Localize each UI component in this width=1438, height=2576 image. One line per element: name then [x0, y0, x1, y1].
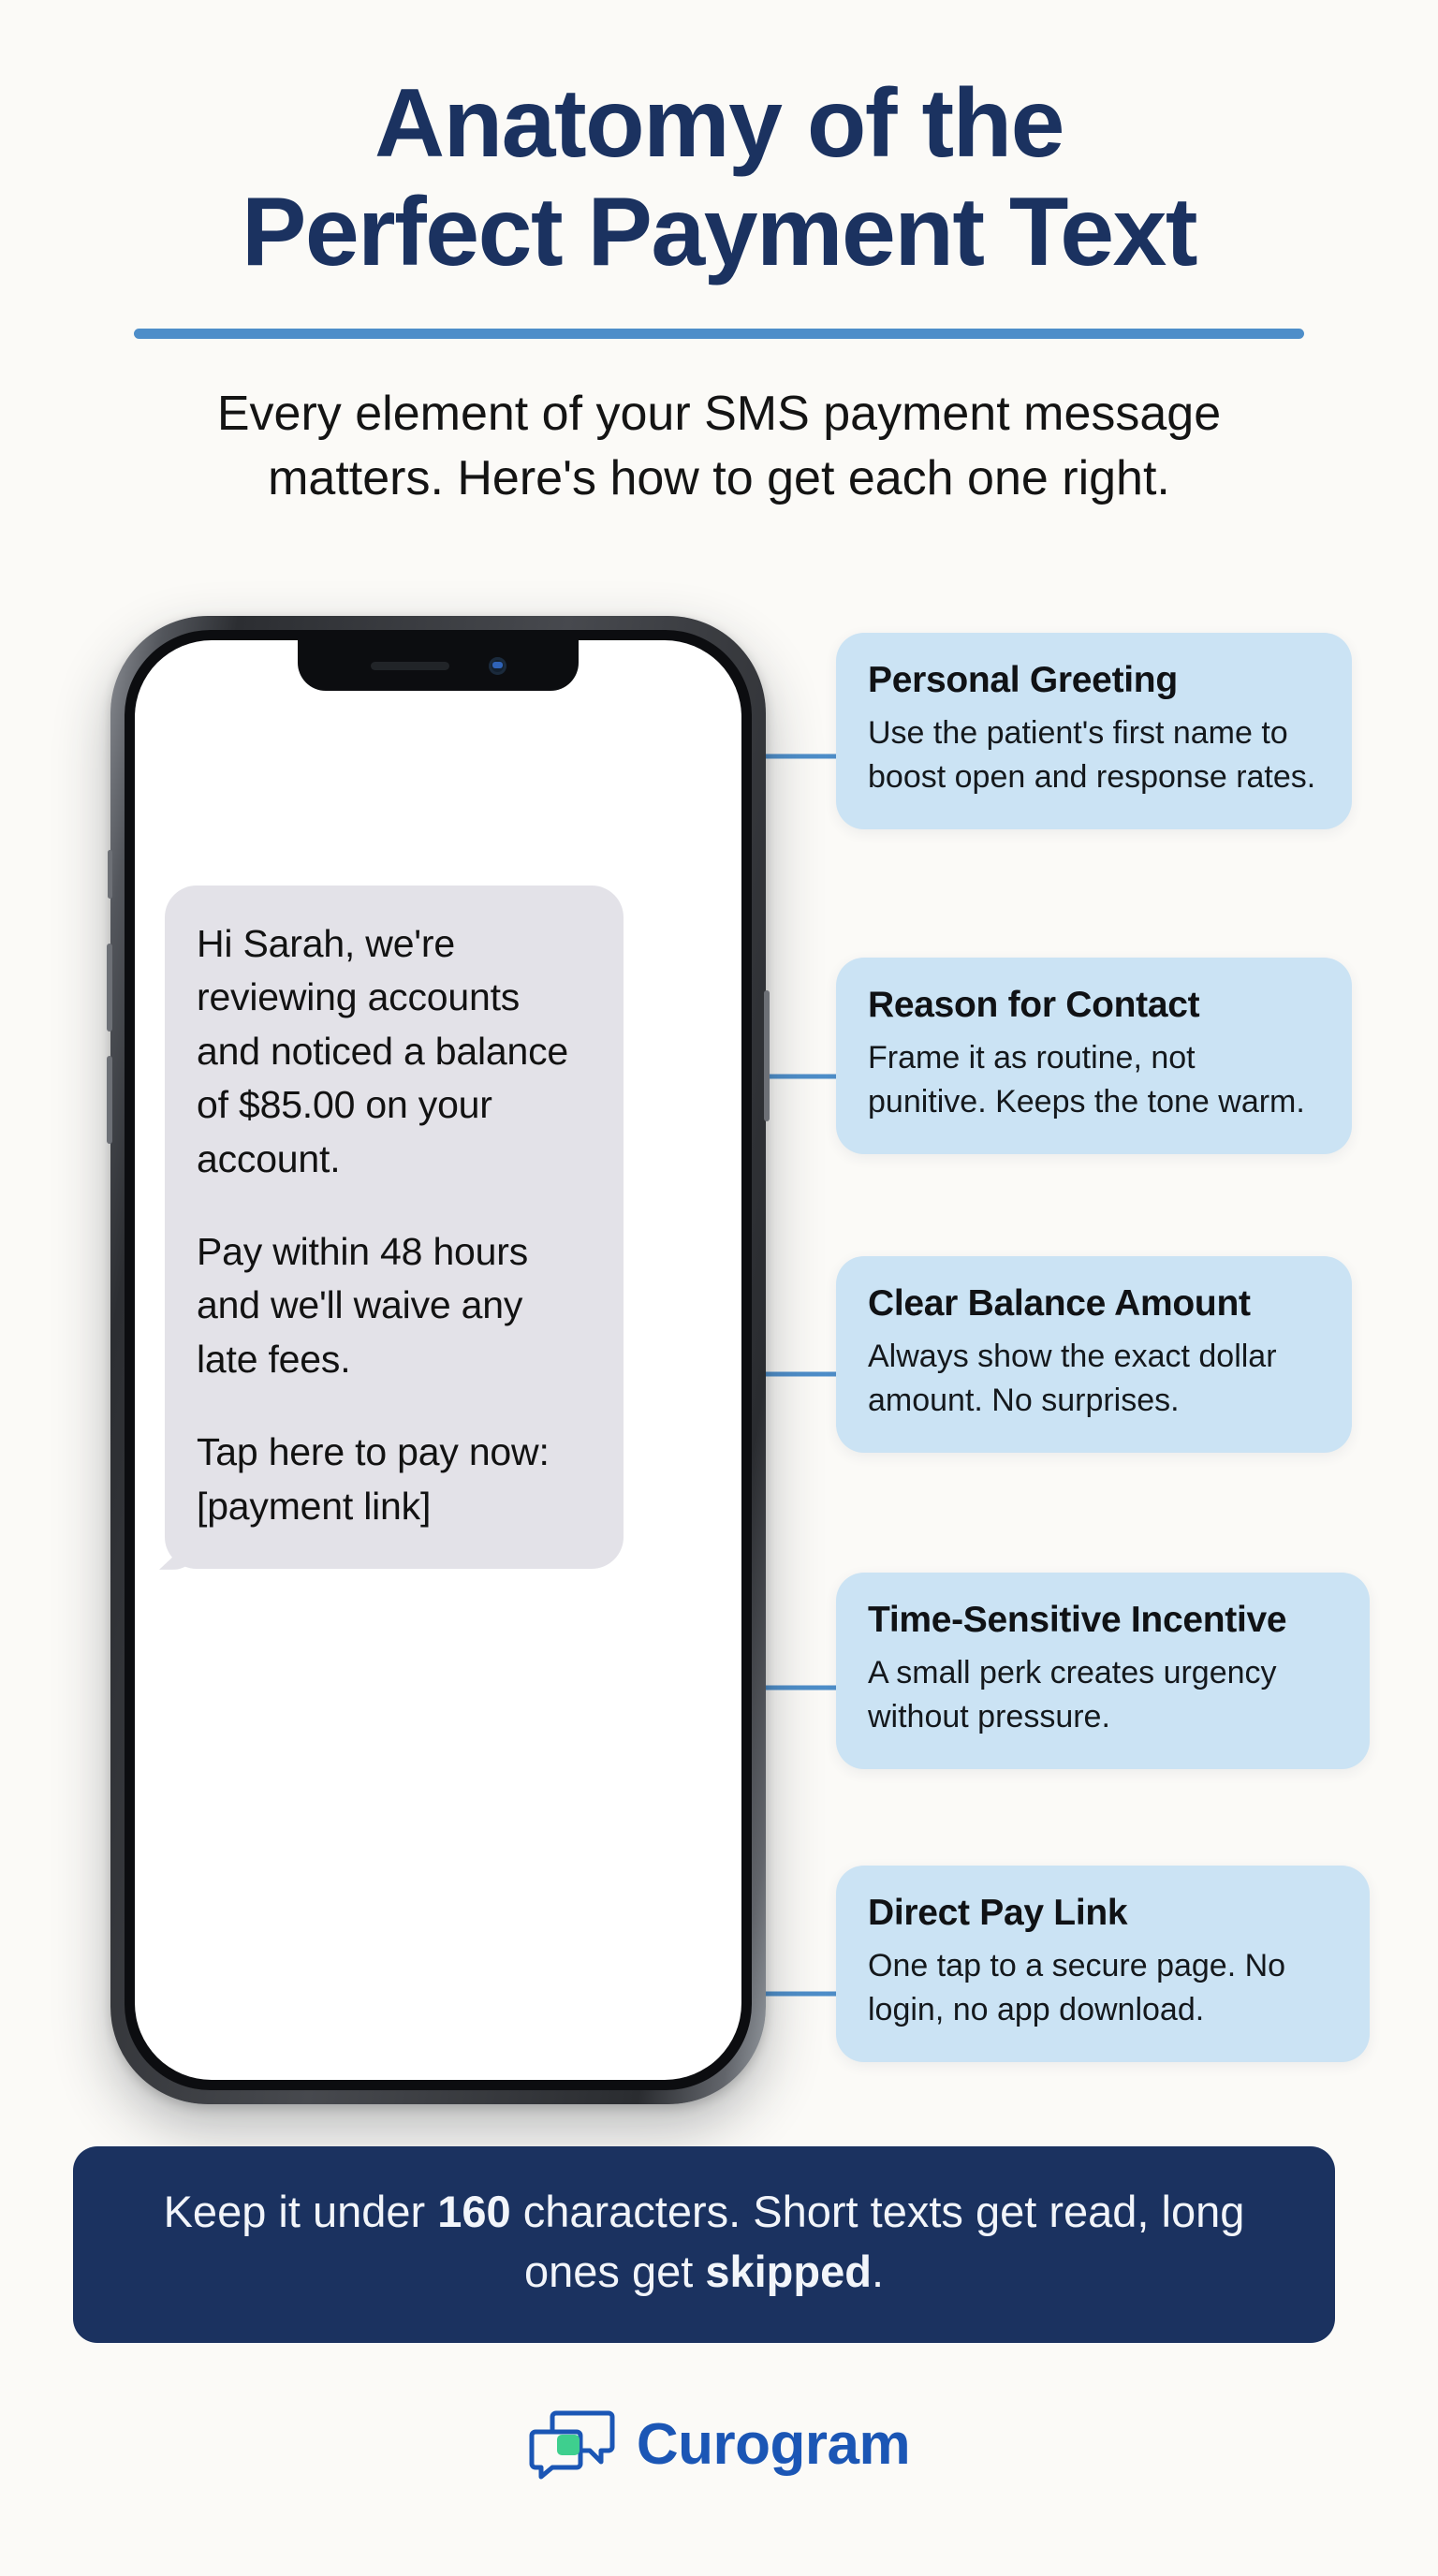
callout-title: Direct Pay Link	[868, 1893, 1128, 1933]
callout-body: A small perk creates urgency without pre…	[868, 1655, 1277, 1734]
curogram-chat-bubbles-icon	[529, 2410, 615, 2480]
sms-paragraph-1: Hi Sarah, we're reviewing accounts and n…	[197, 922, 569, 1180]
page-subtitle: Every element of your SMS payment messag…	[110, 382, 1328, 510]
callout-body: Use the patient's first name to boost op…	[868, 715, 1316, 795]
page-title: Anatomy of the Perfect Payment Text	[0, 0, 1438, 287]
callout-card-personal-greeting: Personal Greeting Use the patient's firs…	[836, 633, 1352, 829]
callout-title: Time-Sensitive Incentive	[868, 1600, 1287, 1640]
phone-power-button	[764, 990, 770, 1121]
sms-message-bubble: Hi Sarah, we're reviewing accounts and n…	[165, 886, 624, 1569]
phone-notch	[298, 640, 579, 691]
subtitle-line-1: Every element of your SMS payment messag…	[216, 386, 1222, 441]
title-line-2: Perfect Payment Text	[241, 178, 1198, 287]
banner-bold-160: 160	[437, 2187, 511, 2236]
header: Anatomy of the Perfect Payment Text Ever…	[0, 0, 1438, 510]
banner-text: Keep it under 160 characters. Short text…	[129, 2182, 1279, 2302]
sms-paragraph-2: Pay within 48 hours and we'll waive any …	[197, 1229, 529, 1381]
banner-bold-skipped: skipped	[705, 2246, 872, 2296]
callout-title: Clear Balance Amount	[868, 1283, 1251, 1324]
bottom-banner: Keep it under 160 characters. Short text…	[73, 2146, 1335, 2343]
phone-screen: Hi Sarah, we're reviewing accounts and n…	[135, 640, 741, 2080]
front-camera-icon	[488, 656, 506, 675]
earpiece-speaker-icon	[370, 661, 449, 670]
phone-mockup: Hi Sarah, we're reviewing accounts and n…	[107, 616, 770, 2104]
banner-part-1: Keep it under	[163, 2187, 438, 2236]
callout-card-reason-for-contact: Reason for Contact Frame it as routine, …	[836, 958, 1352, 1154]
banner-part-2: characters. Short texts get read, long o…	[510, 2187, 1245, 2296]
curogram-wordmark: Curogram	[636, 2411, 911, 2477]
subtitle-line-2: matters. Here's how to get each one righ…	[268, 450, 1170, 505]
callout-body: Frame it as routine, not punitive. Keeps…	[868, 1040, 1305, 1120]
title-line-1: Anatomy of the	[374, 69, 1064, 178]
callout-card-direct-pay-link: Direct Pay Link One tap to a secure page…	[836, 1866, 1370, 2062]
brand-logo: Curogram	[0, 2408, 1438, 2481]
phone-bezel: Hi Sarah, we're reviewing accounts and n…	[125, 630, 752, 2090]
phone-silent-switch	[108, 850, 112, 899]
callout-card-clear-balance-amount: Clear Balance Amount Always show the exa…	[836, 1256, 1352, 1453]
callout-title: Reason for Contact	[868, 985, 1200, 1025]
callout-title: Personal Greeting	[868, 660, 1178, 700]
callout-card-time-sensitive-incentive: Time-Sensitive Incentive A small perk cr…	[836, 1573, 1370, 1769]
sms-paragraph-3: Tap here to pay now: [payment link]	[197, 1430, 550, 1528]
callout-body: One tap to a secure page. No login, no a…	[868, 1948, 1286, 2027]
header-divider	[134, 328, 1304, 339]
callout-body: Always show the exact dollar amount. No …	[868, 1339, 1277, 1418]
phone-volume-up-button	[107, 944, 112, 1032]
phone-volume-down-button	[107, 1056, 112, 1144]
banner-part-3: .	[871, 2246, 885, 2296]
